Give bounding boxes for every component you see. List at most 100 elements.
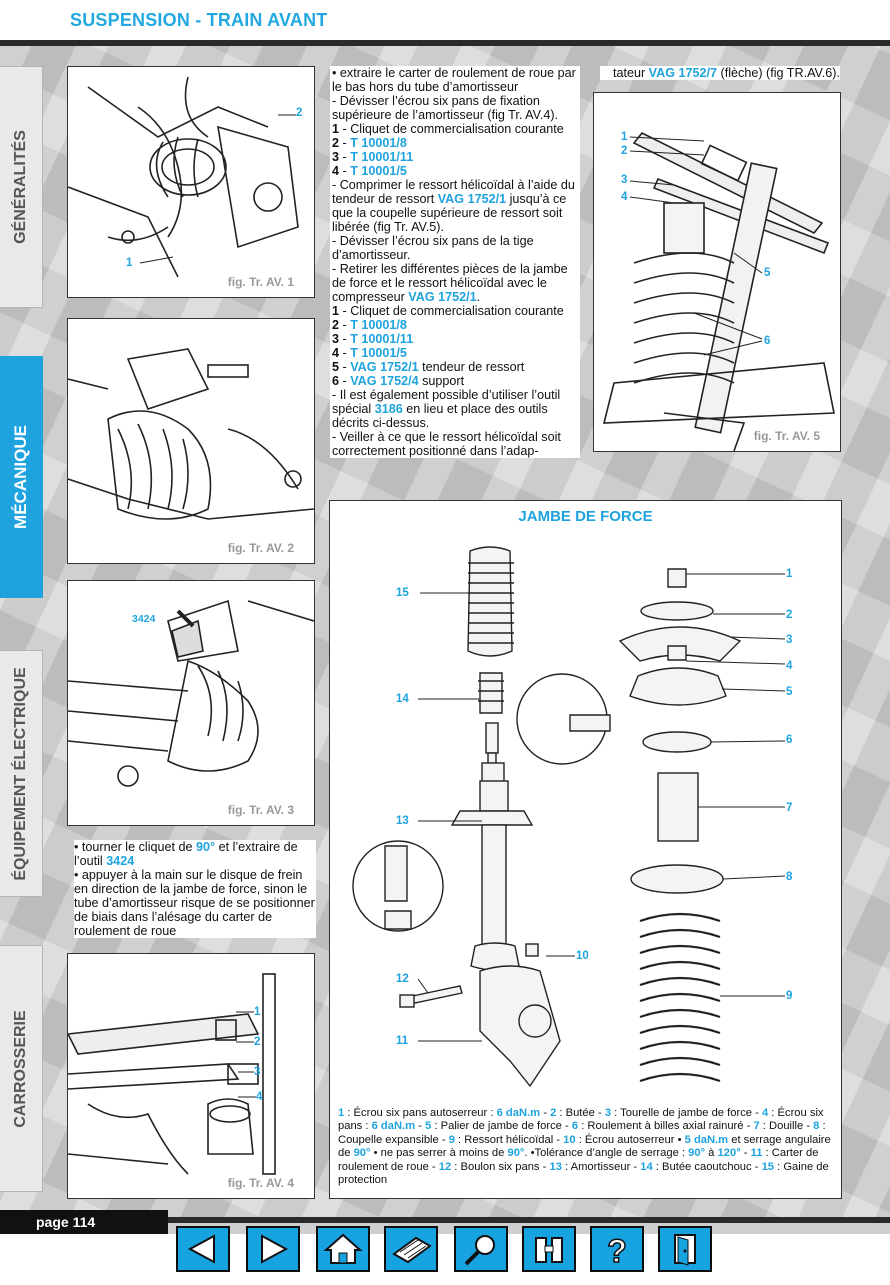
legend-text: : Douille - (759, 1120, 814, 1133)
legend-text: : Butée - (556, 1107, 605, 1119)
figure-caption: fig. Tr. AV. 2 (227, 541, 294, 555)
tab-carrosserie[interactable]: CARROSSERIE (0, 945, 43, 1192)
step-devisser-ecrou: - Dévisser l’écrou six pans de fixation … (332, 94, 559, 122)
legend-text: : Écrou autoserreur • (575, 1133, 685, 1146)
nav-next-button[interactable] (246, 1226, 300, 1272)
legend-highlight: 3 (604, 1107, 612, 1119)
legend-highlight: 13 (549, 1160, 562, 1173)
figure-caption: fig. Tr. AV. 1 (227, 275, 294, 289)
figure-av4: 1 2 3 4 fig. Tr. AV. 4 (67, 953, 315, 1199)
part-label-1: 1 (786, 568, 793, 580)
tool2-item-1: 1 - Cliquet de commercialisation courant… (332, 304, 564, 318)
tab-label: MÉCANIQUE (11, 425, 30, 529)
callout-3424: 3424 (132, 613, 156, 625)
step-outil-special: - Il est également possible d’utiliser l… (332, 388, 561, 430)
legend-text: : Écrou six pans : (338, 1107, 824, 1133)
legend-text: à (705, 1147, 718, 1160)
part-label-4: 4 (786, 660, 793, 672)
home-icon (323, 1233, 363, 1264)
legend-text: : Ressort hélicoïdal - (454, 1133, 564, 1146)
legend-highlight: 6 daN.m (371, 1120, 416, 1133)
suspension-drawing-av3 (68, 599, 314, 787)
left-text: • tourner le cliquet de 90° et l’extrair… (74, 840, 316, 938)
legend-text: : Coupelle expansible - (338, 1120, 826, 1146)
legend-text: : Palier de jambe de force - (431, 1120, 572, 1133)
tab-label: GÉNÉRALITÉS (12, 130, 29, 244)
part-label-6: 6 (786, 734, 793, 746)
legend-highlight: 7 (753, 1120, 760, 1133)
exit-icon (674, 1234, 696, 1266)
callout-2: 2 (621, 145, 628, 157)
parts-legend: 1 : Écrou six pans autoserreur : 6 daN.m… (338, 1107, 834, 1187)
nav-prev-button[interactable] (176, 1226, 230, 1272)
part-label-11: 11 (396, 1035, 409, 1047)
binoculars-icon (535, 1237, 563, 1263)
step-devisser-tige: - Dévisser l’écrou six pans de la tige d… (332, 234, 534, 262)
suspension-drawing-av4 (68, 973, 276, 1175)
figure-caption: fig. Tr. AV. 4 (227, 1176, 294, 1190)
nav-search-button[interactable] (454, 1226, 508, 1272)
step-veiller: - Veiller à ce que le ressort hélicoïdal… (332, 430, 561, 458)
callout-4: 4 (621, 191, 628, 203)
tool2-item-4: 4 - T 10001/5 (332, 346, 407, 360)
legend-highlight: 90° (353, 1147, 371, 1160)
part-label-3: 3 (786, 634, 793, 646)
legend-text: - (415, 1120, 426, 1133)
nav-binoculars-button[interactable] (522, 1226, 576, 1272)
part-label-5: 5 (786, 686, 793, 698)
help-icon: ? (606, 1232, 627, 1270)
legend-text: : Gaine de protection (338, 1160, 829, 1187)
part-label-7: 7 (786, 802, 793, 814)
part-label-15: 15 (396, 587, 409, 599)
tab-equipement-electrique[interactable]: ÉQUIPEMENT ÉLECTRIQUE (0, 650, 43, 897)
svg-text:?: ? (607, 1233, 627, 1269)
legend-highlight: 90° (688, 1147, 706, 1160)
legend-text: . •Tolérance d’angle de serrage : (524, 1147, 689, 1160)
footer-band (0, 1234, 890, 1285)
legend-highlight: 6 (571, 1120, 579, 1133)
legend-highlight: 1 (338, 1107, 345, 1119)
figure-caption: fig. Tr. AV. 3 (227, 803, 294, 817)
legend-text: • ne pas serrer à moins de (370, 1147, 508, 1160)
exploded-strut-drawing (352, 546, 786, 1088)
part-label-9: 9 (786, 990, 793, 1002)
figure-av3: 3424 fig. Tr. AV. 3 (67, 580, 315, 826)
callout-4: 4 (256, 1091, 263, 1103)
tab-mecanique[interactable]: MÉCANIQUE (0, 356, 43, 598)
callout-1: 1 (126, 257, 133, 269)
part-label-2: 2 (786, 609, 793, 621)
callout-5: 5 (764, 267, 771, 279)
legend-highlight: 9 (448, 1133, 455, 1146)
step-comprimer: - Comprimer le ressort hélicoïdal à l’ai… (332, 178, 575, 234)
legend-text: et serrage angulaire de (338, 1133, 831, 1160)
arrow-left-icon (187, 1234, 215, 1264)
callout-1: 1 (254, 1006, 261, 1018)
part-label-10: 10 (576, 950, 589, 962)
callout-2: 2 (254, 1036, 261, 1048)
step-tourner: • tourner le cliquet de 90° et l’extrair… (74, 840, 298, 868)
nav-exit-button[interactable] (658, 1226, 712, 1272)
nav-help-button[interactable]: ? (590, 1226, 644, 1272)
tool-item-4: 4 - T 10001/5 (332, 164, 407, 178)
part-label-14: 14 (396, 693, 409, 705)
part-label-12: 12 (396, 973, 409, 985)
right-text: tateur VAG 1752/7 (flèche) (fig TR.AV.6)… (600, 66, 840, 80)
legend-highlight: 14 (640, 1160, 653, 1173)
tool2-item-5: 5 - VAG 1752/1 tendeur de ressort (332, 360, 525, 374)
tool2-item-3: 3 - T 10001/11 (332, 332, 414, 346)
nav-print-button[interactable] (384, 1226, 438, 1272)
page-number-box: page 114 (0, 1210, 168, 1234)
nav-home-button[interactable] (316, 1226, 370, 1272)
legend-highlight: 120° (717, 1147, 741, 1160)
legend-text: : Écrou six pans autoserreur : (344, 1107, 497, 1119)
legend-highlight: 5 (425, 1120, 432, 1133)
jambe-title: JAMBE DE FORCE (518, 508, 653, 525)
figure-av1: 2 1 fig. Tr. AV. 1 (67, 66, 315, 298)
tab-generalites[interactable]: GÉNÉRALITÉS (0, 66, 43, 308)
figure-caption: fig. Tr. AV. 5 (753, 429, 820, 443)
legend-text: : Amortisseur - (561, 1160, 641, 1173)
legend-text: : Tourelle de jambe de force - (611, 1107, 762, 1119)
step-appuyer: • appuyer à la main sur le disque de fre… (74, 868, 315, 938)
legend-highlight: 10 (563, 1133, 576, 1146)
arrow-right-icon (261, 1234, 289, 1264)
